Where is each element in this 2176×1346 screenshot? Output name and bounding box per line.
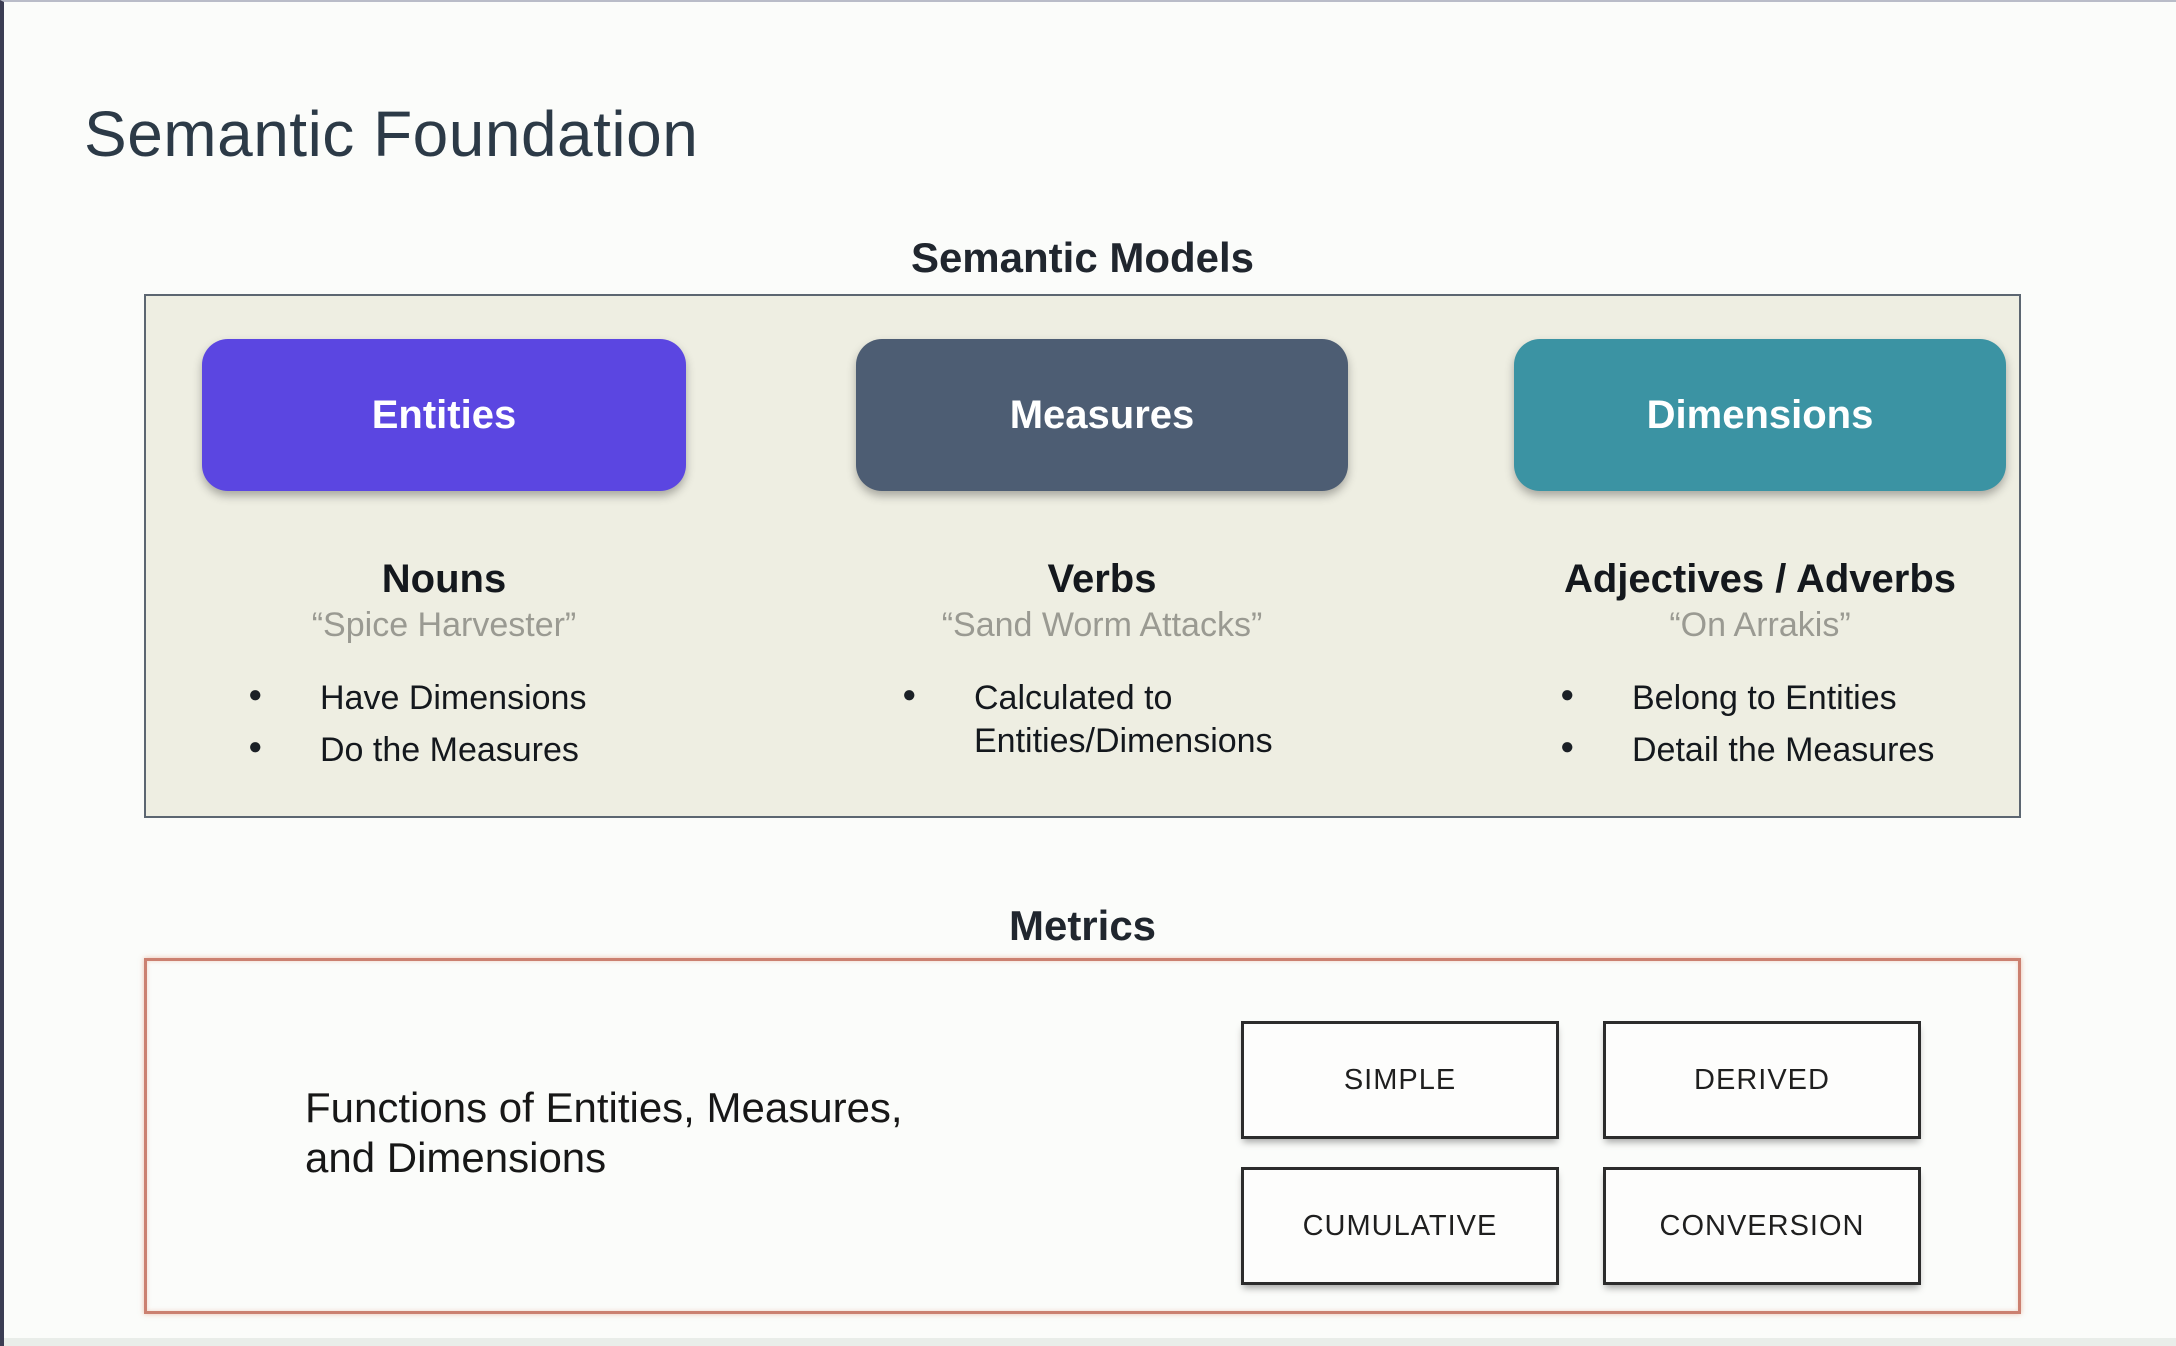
dimensions-example-quote: “On Arrakis”	[1669, 606, 1851, 644]
dimensions-word-class: Adjectives / Adverbs	[1563, 557, 1956, 601]
metrics-panel: Functions of Entities, Measures, and Dim…	[144, 958, 2021, 1314]
semantic-models-panel: Entities Nouns “Spice Harvester” Have Di…	[144, 294, 2021, 818]
measures-column: Measures Verbs “Sand Worm Attacks” Calcu…	[856, 296, 1348, 771]
metric-type-grid: SIMPLE DERIVED CUMULATIVE CONVERSION	[1241, 1021, 1921, 1285]
measures-example-quote: “Sand Worm Attacks”	[941, 606, 1263, 644]
semantic-models-heading: Semantic Models	[910, 234, 1255, 281]
measures-bullet-list: Calculated to Entities/Dimensions	[856, 677, 1348, 762]
bullet-item: Do the Measures	[202, 729, 686, 772]
bullet-item: Detail the Measures	[1514, 729, 2006, 772]
entities-word-class: Nouns	[381, 557, 507, 601]
measures-button: Measures	[856, 339, 1348, 491]
metric-type-derived: DERIVED	[1603, 1021, 1921, 1139]
bottom-edge-strip	[4, 1338, 2176, 1346]
dimensions-button: Dimensions	[1514, 339, 2006, 491]
entities-bullet-list: Have Dimensions Do the Measures	[202, 677, 686, 771]
metric-type-cumulative: CUMULATIVE	[1241, 1167, 1559, 1285]
entities-column: Entities Nouns “Spice Harvester” Have Di…	[202, 296, 686, 780]
measures-word-class: Verbs	[1047, 557, 1157, 601]
bullet-item: Have Dimensions	[202, 677, 686, 720]
dimensions-column: Dimensions Adjectives / Adverbs “On Arra…	[1514, 296, 2006, 780]
metrics-description: Functions of Entities, Measures, and Dim…	[305, 1084, 903, 1181]
bullet-item: Belong to Entities	[1514, 677, 2006, 720]
page-title: Semantic Foundation	[84, 97, 699, 170]
dimensions-bullet-list: Belong to Entities Detail the Measures	[1514, 677, 2006, 771]
metrics-heading: Metrics	[1008, 902, 1157, 949]
entities-button: Entities	[202, 339, 686, 491]
metric-type-simple: SIMPLE	[1241, 1021, 1559, 1139]
metric-type-conversion: CONVERSION	[1603, 1167, 1921, 1285]
bullet-item: Calculated to Entities/Dimensions	[856, 677, 1348, 762]
entities-example-quote: “Spice Harvester”	[311, 606, 577, 644]
